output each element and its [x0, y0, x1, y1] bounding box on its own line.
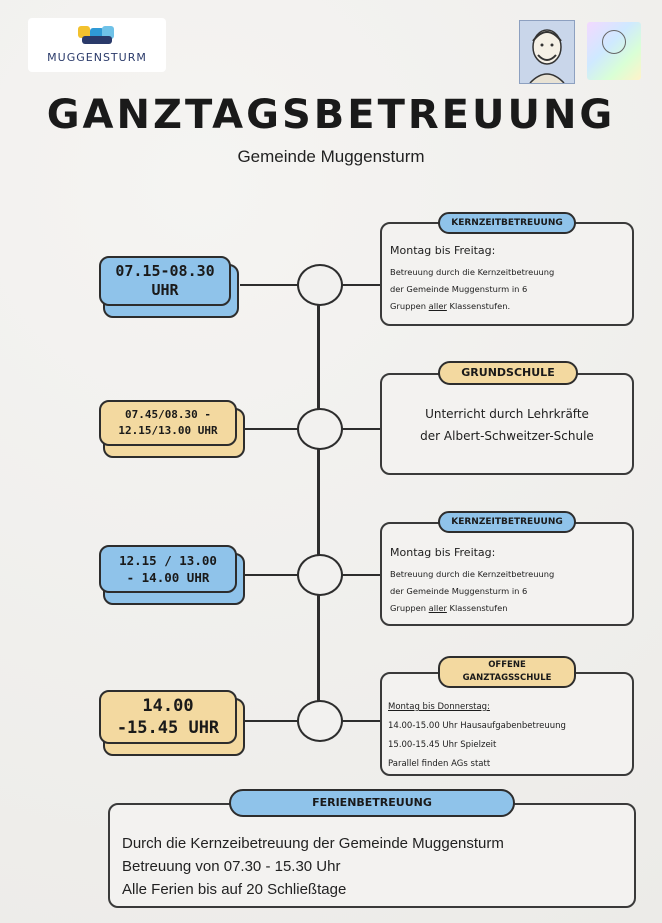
info-3-line4b: aller [428, 603, 447, 613]
info-3-line4c: Klassenstufen [449, 603, 508, 613]
connector-right-3 [341, 574, 381, 576]
info-2-line1: Unterricht durch Lehrkräfte [425, 407, 589, 421]
time-card-4: 14.00-15.45 UHR [99, 690, 245, 756]
time-card-3-line1: 12.15 / 13.00 [119, 553, 217, 568]
time-card-1-line2: UHR [151, 281, 179, 299]
info-1-line1: Montag bis Freitag: [390, 244, 496, 257]
info-box-2: Unterricht durch Lehrkräfte der Albert-S… [380, 373, 634, 475]
ferien-line3: Alle Ferien bis auf 20 Schließtage [122, 881, 347, 898]
connector-left-4 [240, 720, 298, 722]
info-3-line1: Montag bis Freitag: [390, 546, 496, 559]
info-box-1: Montag bis Freitag: Betreuung durch die … [380, 222, 634, 326]
badge-ogs-line2: GANZTAGSSCHULE [462, 673, 552, 683]
ferien-line2: Betreuung von 07.30 - 15.30 Uhr [122, 858, 341, 875]
timeline-node-3 [297, 554, 343, 596]
page-title: GANZTAGSBETREUUNG [46, 92, 616, 138]
badge-grundschule: GRUNDSCHULE [438, 361, 578, 385]
time-card-3-line2: - 14.00 UHR [126, 570, 210, 585]
timeline-node-1 [297, 264, 343, 306]
connector-left-2 [240, 428, 298, 430]
time-card-4-line1: 14.00 [142, 696, 194, 716]
timeline-spine [317, 278, 320, 721]
info-box-3: Montag bis Freitag: Betreuung durch die … [380, 522, 634, 626]
school-badge [587, 22, 641, 80]
time-card-2-line2: 12.15/13.00 UHR [118, 424, 218, 437]
page-subtitle: Gemeinde Muggensturm [237, 147, 425, 166]
info-1-line4b: aller [428, 301, 447, 311]
connector-right-2 [341, 428, 381, 430]
info-1-line4a: Gruppen [390, 301, 426, 311]
connector-left-1 [240, 284, 298, 286]
time-card-4-line2: -15.45 UHR [116, 718, 220, 738]
info-3-line2: Betreuung durch die Kernzeitbetreuung [390, 569, 555, 579]
info-box-4: Montag bis Donnerstag: 14.00-15.00 Uhr H… [380, 672, 634, 776]
time-card-2-line1: 07.45/08.30 - [124, 408, 212, 421]
timeline-node-4 [297, 700, 343, 742]
connector-right-1 [341, 284, 381, 286]
info-1-line2: Betreuung durch die Kernzeitbetreuung [390, 267, 555, 277]
time-card-2: 07.45/08.30 - 12.15/13.00 UHR [99, 400, 245, 458]
logo-mark-icon [78, 26, 114, 44]
badge-ogs-line1: OFFENE [488, 660, 526, 670]
logo-text: MUGGENSTURM [47, 51, 147, 64]
badge-kernzeit-2: KERNZEITBETREUUNG [438, 511, 576, 533]
info-4-line3: 15.00-15.45 Uhr Spielzeit [388, 740, 497, 750]
portrait-icon [529, 29, 565, 84]
info-4-line2: 14.00-15.00 Uhr Hausaufgabenbetreuung [388, 721, 566, 731]
timeline-node-2 [297, 408, 343, 450]
badge-kernzeit-1: KERNZEITBETREUUNG [438, 212, 576, 234]
school-badge-ring-icon [602, 30, 626, 54]
info-1-line3: der Gemeinde Muggensturm in 6 [390, 284, 528, 294]
badge-ferienbetreuung: FERIENBETREUUNG [229, 789, 515, 817]
info-2-line2: der Albert-Schweitzer-Schule [420, 429, 594, 443]
schweitzer-portrait [519, 20, 575, 84]
badge-offene-ganztagsschule: OFFENE GANZTAGSSCHULE [438, 656, 576, 688]
ferien-box: Durch die Kernzeibetreuung der Gemeinde … [108, 803, 636, 908]
muggensturm-logo: MUGGENSTURM [28, 18, 166, 72]
info-1-line4c: Klassenstufen. [449, 301, 511, 311]
info-4-line4: Parallel finden AGs statt [388, 759, 491, 769]
info-3-line4a: Gruppen [390, 603, 426, 613]
info-3-line3: der Gemeinde Muggensturm in 6 [390, 586, 528, 596]
time-card-1-line1: 07.15-08.30 [115, 262, 215, 280]
time-card-3: 12.15 / 13.00 - 14.00 UHR [99, 545, 245, 605]
info-4-line1: Montag bis Donnerstag: [388, 702, 490, 712]
connector-left-3 [240, 574, 298, 576]
connector-right-4 [341, 720, 381, 722]
ferien-line1: Durch die Kernzeibetreuung der Gemeinde … [122, 835, 504, 852]
